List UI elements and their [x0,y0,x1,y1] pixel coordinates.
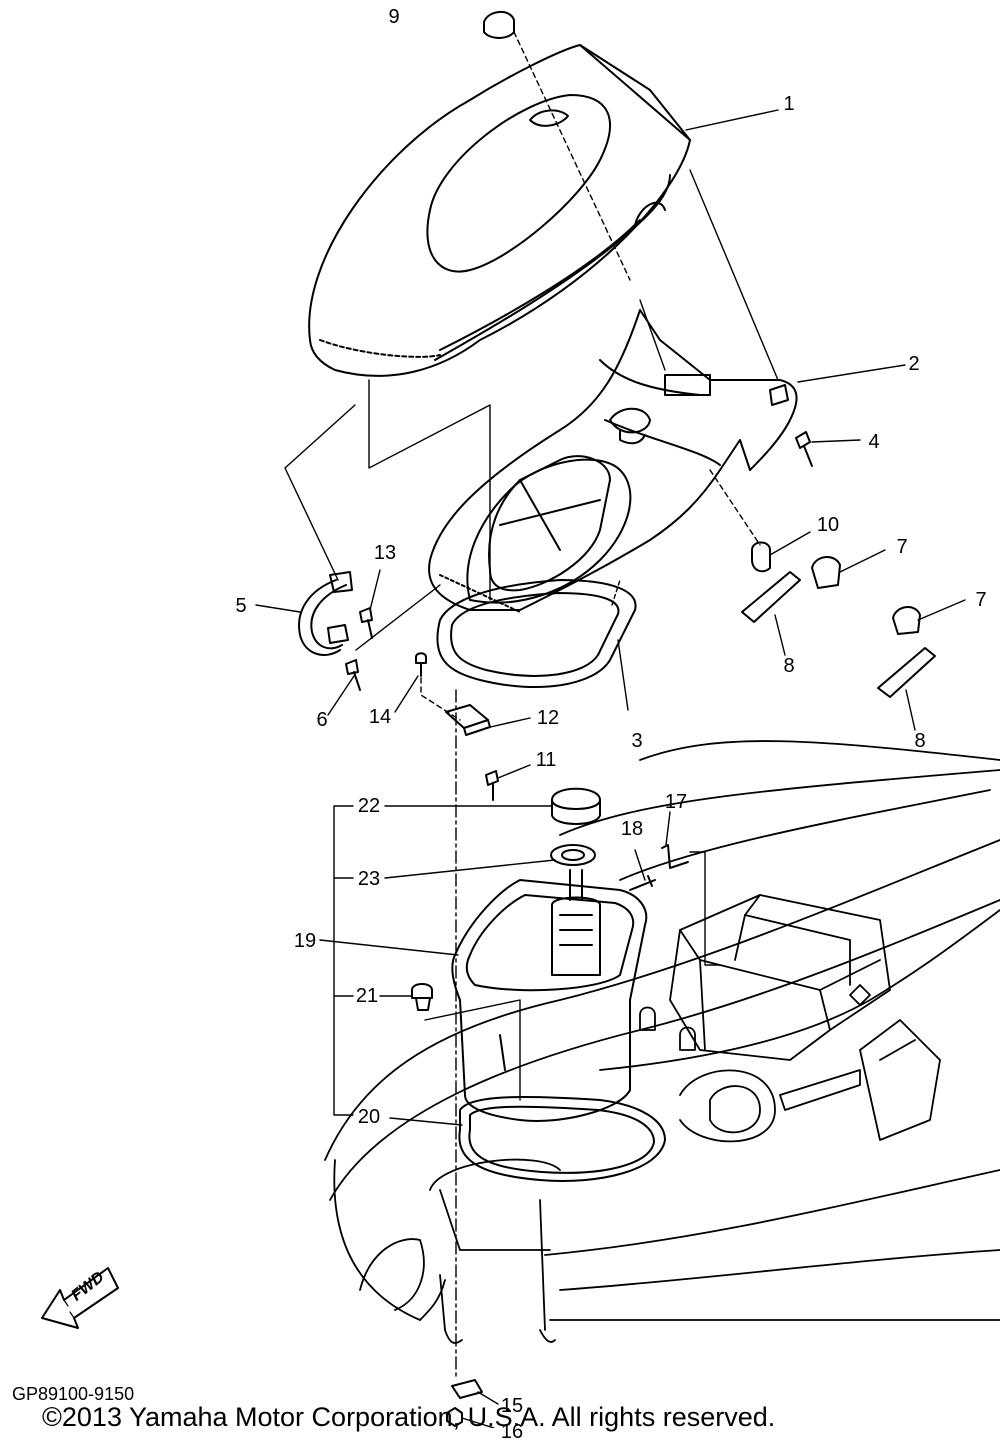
callout-5: 5 [235,595,247,617]
callout-7b: 7 [975,589,987,611]
storage-gasket [458,1096,666,1182]
diagram-code: GP89100-9150 [12,1384,135,1404]
fasteners [298,11,936,1427]
callout-4: 4 [868,431,880,453]
storage-box [451,869,648,1122]
callout-13: 13 [373,542,397,564]
cap [551,787,601,825]
callout-8b: 8 [914,730,926,752]
callout-8a: 8 [783,655,795,677]
callout-7a: 7 [896,536,908,558]
callout-18: 18 [620,818,644,840]
callout-3: 3 [631,730,643,752]
engine-box [639,894,941,1141]
hood-gasket [436,579,637,689]
hood-cover [308,44,691,377]
washer [550,844,596,866]
callout-2: 2 [908,353,920,375]
callout-1: 1 [783,93,795,115]
callout-21: 21 [355,985,379,1007]
hull-deck [324,740,1000,1344]
callout-19: 19 [293,930,317,952]
callout-6: 6 [316,709,328,731]
copyright-notice: ©2013 Yamaha Motor Corporation, U.S.A. A… [42,1402,776,1432]
fwd-arrow-icon [41,1267,119,1329]
callout-20: 20 [357,1106,381,1128]
callout-23: 23 [357,868,381,890]
hood-base [428,309,798,613]
callout-15: 15 [500,1395,524,1417]
leader-lines [255,31,966,1428]
callout-9: 9 [388,6,400,28]
callout-14: 14 [368,706,392,728]
callout-10: 10 [816,514,840,536]
callout-11: 11 [535,749,557,771]
callout-17: 17 [664,791,688,813]
callout-12: 12 [536,707,560,729]
callout-22: 22 [357,795,381,817]
